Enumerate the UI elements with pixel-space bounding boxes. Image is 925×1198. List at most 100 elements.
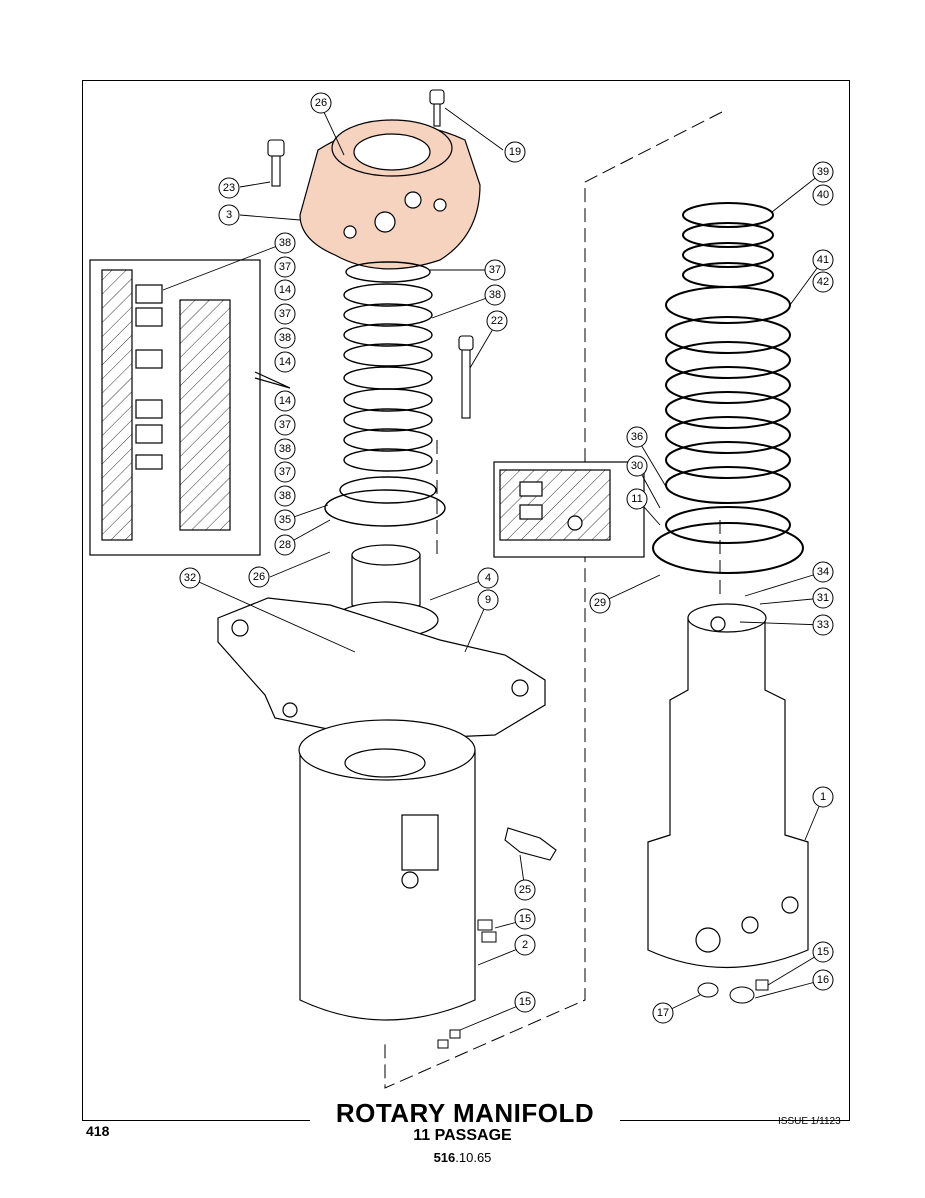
callout-38-a: 38 [274, 232, 296, 254]
callout-39: 39 [812, 161, 834, 183]
callout-22: 22 [486, 310, 508, 332]
svg-text:38: 38 [279, 237, 291, 249]
callout-23: 23 [218, 177, 240, 199]
body-part-1 [647, 603, 809, 969]
doc-code-rest: .10.65 [455, 1150, 492, 1165]
callout-32: 32 [179, 567, 201, 589]
callout-38-e: 38 [484, 284, 506, 306]
callout-11: 11 [626, 488, 648, 510]
callout-15-c: 15 [812, 941, 834, 963]
detail-inset-left [89, 259, 291, 556]
callout-4: 4 [477, 567, 499, 589]
seal-stack-left [324, 261, 446, 527]
callout-37-b: 37 [274, 303, 296, 325]
svg-text:34: 34 [817, 566, 829, 578]
svg-text:36: 36 [631, 431, 643, 443]
callout-26-top: 26 [310, 92, 332, 114]
callout-16: 16 [812, 969, 834, 991]
callout-37-a: 37 [274, 256, 296, 278]
svg-text:40: 40 [817, 189, 829, 201]
svg-text:38: 38 [279, 490, 291, 502]
svg-text:23: 23 [223, 182, 235, 194]
callout-38-c: 38 [274, 438, 296, 460]
svg-text:28: 28 [279, 539, 291, 551]
callout-33: 33 [812, 614, 834, 636]
svg-text:17: 17 [657, 1007, 669, 1019]
body-part-2 [298, 719, 476, 1021]
svg-text:37: 37 [279, 308, 291, 320]
svg-text:35: 35 [279, 514, 291, 526]
doc-code: 516.10.65 [0, 1150, 925, 1165]
callout-37-e: 37 [484, 259, 506, 281]
seal-stack-right [652, 202, 804, 574]
doc-code-bold: 516 [433, 1150, 456, 1165]
callout-14-c: 14 [274, 390, 296, 412]
svg-text:15: 15 [817, 946, 829, 958]
callout-15-a: 15 [514, 908, 536, 930]
detail-inset-right [493, 461, 645, 558]
svg-text:16: 16 [817, 974, 829, 986]
svg-text:39: 39 [817, 166, 829, 178]
svg-text:19: 19 [509, 146, 521, 158]
callout-30: 30 [626, 455, 648, 477]
issue-label: ISSUE 1/1123 [778, 1116, 841, 1127]
callout-2: 2 [514, 934, 536, 956]
svg-text:33: 33 [817, 619, 829, 631]
svg-text:37: 37 [489, 264, 501, 276]
svg-text:9: 9 [485, 594, 491, 606]
callout-15-b: 15 [514, 991, 536, 1013]
svg-text:31: 31 [817, 592, 829, 604]
page-number: 418 [86, 1123, 110, 1139]
callout-3: 3 [218, 204, 240, 226]
svg-text:29: 29 [594, 597, 606, 609]
title-band: ROTARY MANIFOLD [310, 1098, 620, 1128]
cap-screw-23 [267, 139, 285, 187]
svg-text:37: 37 [279, 419, 291, 431]
svg-text:38: 38 [489, 289, 501, 301]
svg-text:14: 14 [279, 395, 291, 407]
callout-28: 28 [274, 534, 296, 556]
callout-36: 36 [626, 426, 648, 448]
svg-text:25: 25 [519, 884, 531, 896]
svg-text:37: 37 [279, 466, 291, 478]
bolt-22 [458, 335, 474, 419]
svg-text:26: 26 [315, 97, 327, 109]
svg-text:30: 30 [631, 460, 643, 472]
cap-screw-19 [429, 89, 445, 127]
callout-35: 35 [274, 509, 296, 531]
svg-text:15: 15 [519, 996, 531, 1008]
svg-text:38: 38 [279, 443, 291, 455]
flange-part-9 [217, 597, 546, 741]
svg-text:32: 32 [184, 572, 196, 584]
callout-26-mid: 26 [248, 566, 270, 588]
callout-1: 1 [812, 786, 834, 808]
svg-text:14: 14 [279, 284, 291, 296]
callout-31: 31 [812, 587, 834, 609]
page-title: ROTARY MANIFOLD [335, 1098, 595, 1128]
svg-text:41: 41 [817, 254, 829, 266]
svg-text:2: 2 [522, 939, 528, 951]
svg-text:3: 3 [226, 209, 232, 221]
callout-14-b: 14 [274, 351, 296, 373]
callout-40: 40 [812, 184, 834, 206]
page-subtitle: 11 PASSAGE [413, 1127, 512, 1144]
callout-14-a: 14 [274, 279, 296, 301]
callout-38-d: 38 [274, 485, 296, 507]
housing-part-3 [299, 119, 481, 270]
plugs-part-15 [437, 919, 497, 1049]
callout-19: 19 [504, 141, 526, 163]
callout-17: 17 [652, 1002, 674, 1024]
svg-text:22: 22 [491, 315, 503, 327]
callout-25: 25 [514, 879, 536, 901]
svg-text:37: 37 [279, 261, 291, 273]
svg-text:15: 15 [519, 913, 531, 925]
svg-text:42: 42 [817, 276, 829, 288]
svg-text:11: 11 [631, 493, 642, 505]
svg-text:14: 14 [279, 356, 291, 368]
callout-42: 42 [812, 271, 834, 293]
callout-29: 29 [589, 592, 611, 614]
svg-text:38: 38 [279, 332, 291, 344]
callout-37-c: 37 [274, 414, 296, 436]
callout-38-b: 38 [274, 327, 296, 349]
